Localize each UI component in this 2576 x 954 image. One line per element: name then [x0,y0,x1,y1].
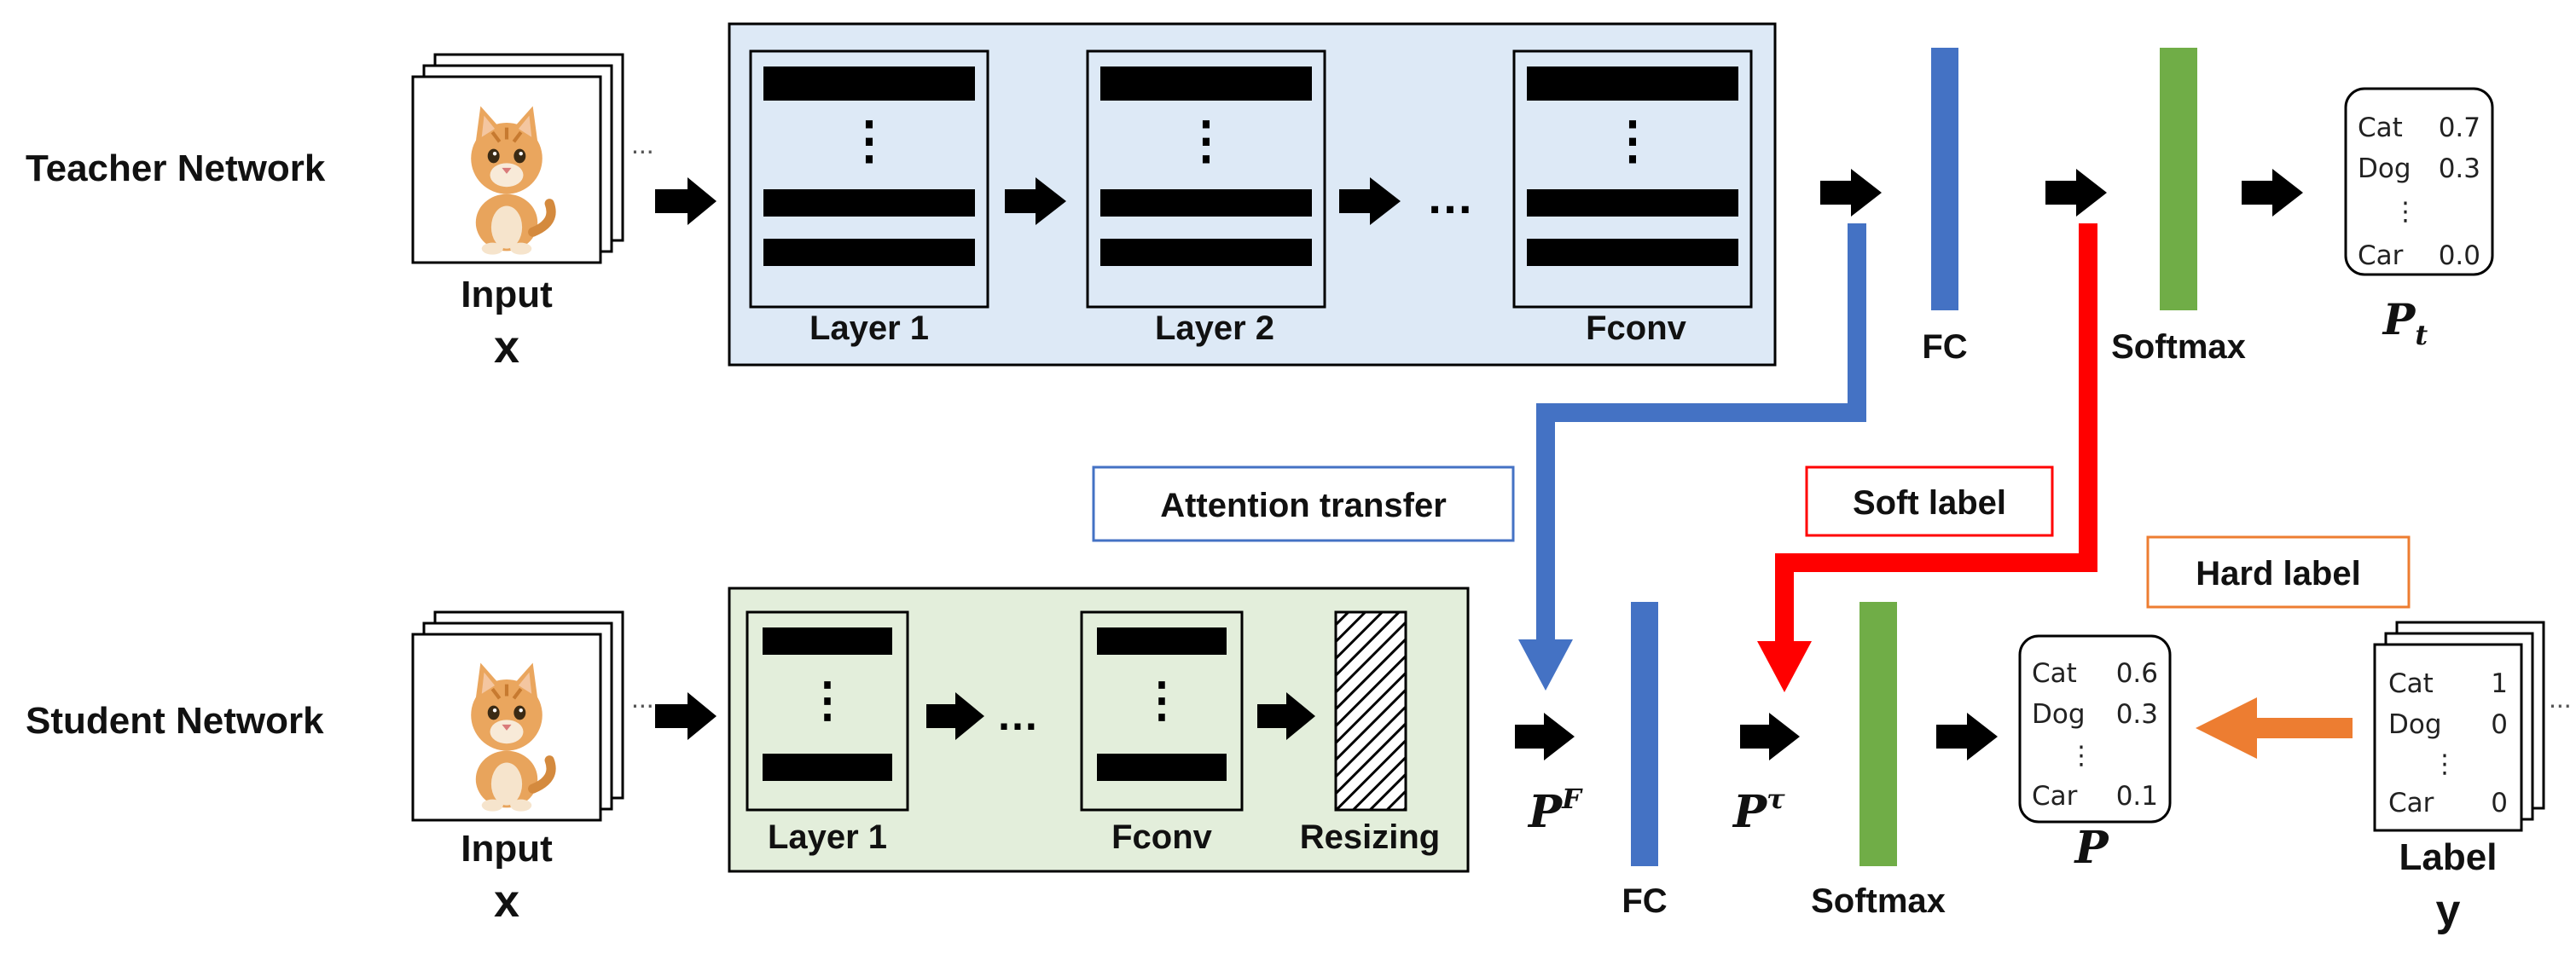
student-input-label: Input [461,828,553,870]
svg-text:⋮: ⋮ [804,673,851,726]
teacher-out-cls-dog: Dog [2358,153,2411,184]
teacher-out-val-dog: 0.3 [2439,153,2480,184]
label-val-dog: 0 [2491,709,2508,740]
student-ptau-symbol: Pτ [1732,783,1785,838]
teacher-fc-bar [1931,48,1958,310]
teacher-layer-2-label: Layer 2 [1155,309,1274,347]
student-resizing-label: Resizing [1300,818,1440,856]
soft-label-text: Soft label [1853,484,2006,522]
teacher-softmax-bar [2160,48,2197,310]
student-softmax-label: Softmax [1811,882,1946,920]
student-input-stack: ... [411,610,654,822]
teacher-fconv-label: Fconv [1586,309,1687,347]
student-out-val-car: 0.1 [2116,781,2158,812]
teacher-network-title: Teacher Network [26,147,326,189]
student-network-title: Student Network [26,700,324,742]
attention-transfer-label: Attention transfer [1160,487,1447,524]
arrow-icon [1740,713,1800,760]
ellipsis-icon: … [1426,170,1474,223]
ellipsis-icon: … [996,691,1039,739]
resizing-block [1334,610,1407,812]
teacher-layer-1-label: Layer 1 [809,309,929,347]
student-fconv-label: Fconv [1111,818,1213,856]
arrow-icon [926,692,984,740]
student-fc-label: FC [1622,882,1667,920]
label-cls-dog: Dog [2388,709,2442,740]
teacher-output-box [2344,87,2494,276]
student-output-box [2018,634,2172,824]
student-pf-symbol: PF [1527,783,1583,838]
teacher-input-label: Input [461,274,553,315]
label-cls-cat: Cat [2388,668,2434,699]
teacher-layer-1: ⋮ [749,49,989,309]
svg-text:⋮: ⋮ [2432,749,2457,779]
student-out-cls-cat: Cat [2032,658,2077,689]
hard-label-box [2146,535,2411,609]
soft-label-box [1805,465,2054,537]
svg-text:⋮: ⋮ [1181,112,1232,169]
svg-text:⋮: ⋮ [2068,741,2094,771]
hard-label-text: Hard label [2196,555,2360,593]
student-layer-1: ⋮ [746,610,909,812]
student-out-val-cat: 0.6 [2116,658,2158,689]
student-input-var: x [494,876,519,927]
student-fc-bar [1631,602,1658,866]
svg-text:...: ... [2549,683,2572,714]
attention-transfer-label-box [1092,465,1515,542]
student-layer-1-label: Layer 1 [768,818,887,856]
student-out-val-dog: 0.3 [2116,699,2158,730]
arrow-icon [1257,692,1315,740]
teacher-output-symbol: Pt [2382,294,2428,351]
arrow-icon [1339,177,1401,225]
arrow-icon [2045,169,2107,217]
label-cls-car: Car [2388,788,2434,818]
arrow-icon [1936,713,1998,760]
label-title: Label [2399,836,2498,878]
teacher-input-var: x [494,321,519,373]
label-val-cat: 1 [2491,668,2508,699]
attention-transfer-arrow [1518,223,1866,691]
arrow-icon [1515,713,1575,760]
teacher-layer-2: ⋮ [1086,49,1326,309]
teacher-fc-label: FC [1922,328,1967,366]
teacher-out-val-cat: 0.7 [2439,113,2480,143]
student-output-symbol: P [2073,822,2109,874]
student-out-cls-car: Car [2032,781,2078,812]
teacher-fconv: ⋮ [1512,49,1753,309]
soft-label-arrow [1757,223,2097,692]
arrow-icon [655,692,717,740]
student-fconv: ⋮ [1080,610,1244,812]
arrow-icon [1005,177,1066,225]
teacher-out-cls-cat: Cat [2358,113,2403,143]
teacher-input-stack: ... [411,53,654,264]
teacher-out-cls-car: Car [2358,240,2404,271]
arrow-icon [1820,169,1882,217]
student-softmax-bar [1859,602,1897,866]
student-out-cls-dog: Dog [2032,699,2086,730]
svg-text:⋮: ⋮ [844,112,895,169]
svg-text:⋮: ⋮ [1607,112,1658,169]
teacher-out-val-car: 0.0 [2439,240,2480,271]
svg-text:⋮: ⋮ [1138,673,1186,726]
label-val-car: 0 [2491,788,2508,818]
label-var: y [2436,886,2461,935]
label-stack: ... [2373,621,2572,832]
arrow-icon [2242,169,2303,217]
svg-text:...: ... [631,129,654,159]
arrow-icon [655,177,717,225]
teacher-softmax-label: Softmax [2111,328,2246,366]
svg-text:...: ... [631,683,654,714]
hard-label-arrow [2196,697,2353,759]
svg-text:⋮: ⋮ [2393,197,2418,227]
